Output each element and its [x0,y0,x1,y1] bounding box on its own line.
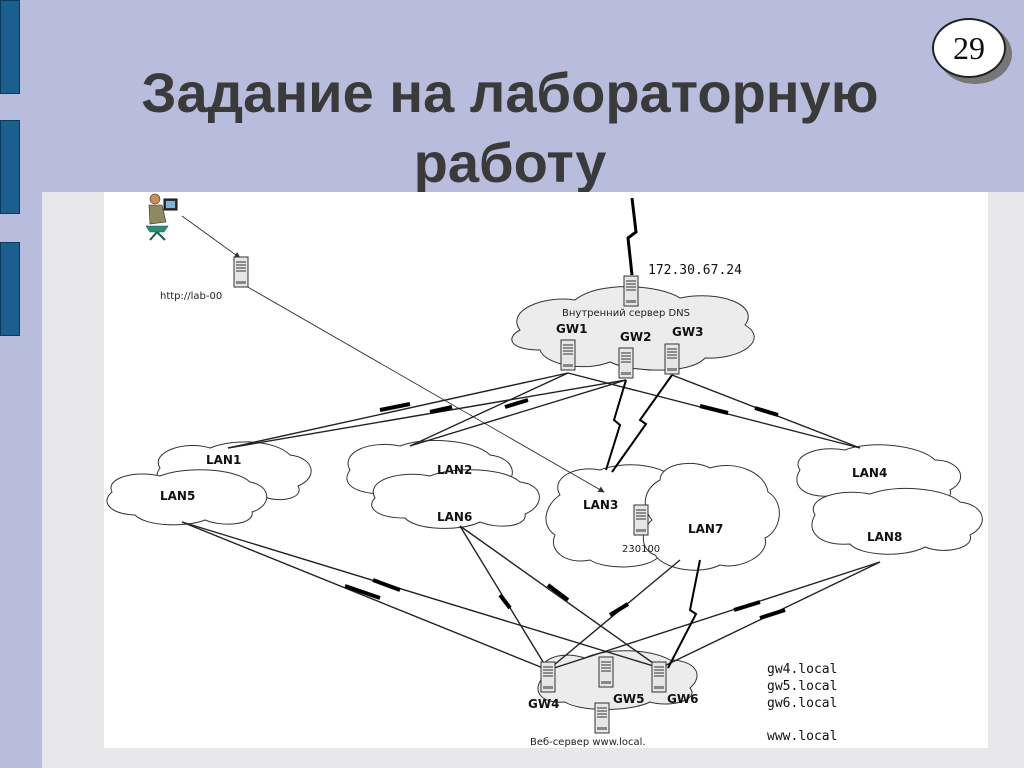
gw2-label: GW2 [620,330,651,344]
web-server-icon [594,702,610,734]
gw4-label: GW4 [528,697,559,711]
lan7-label: LAN7 [688,522,723,536]
slide-title: Задание на лабораторную работу [60,58,960,198]
web-server-label: Веб-сервер www.local. [530,737,646,748]
lan8-cloud [811,487,983,555]
gw3-label: GW3 [672,325,703,339]
page-number-badge: 29 [932,18,1006,78]
network-diagram: 172.30.67.24 Внутренний сервер DNS http:… [104,192,988,748]
domain-gw6-label: gw6.local [767,696,837,711]
title-line-2: работу [413,131,607,194]
gw5-server-icon [598,656,614,688]
network-diagram-svg: 172.30.67.24 Внутренний сервер DNS http:… [106,193,983,748]
internet-lightning [626,197,638,276]
gw5-label: GW5 [613,692,644,706]
domain-gw5-label: gw5.local [767,679,837,694]
lan6-cloud [371,469,540,529]
gw2-server-icon [618,347,634,379]
gw6-server-icon [651,661,667,693]
lan5-label: LAN5 [160,489,195,503]
lan3-server-icon [633,504,649,536]
side-bar-bottom [0,242,20,336]
lan2-label: LAN2 [437,463,472,477]
side-bar-top [0,0,20,94]
lan6-label: LAN6 [437,510,472,524]
dns-server-label: Внутренний сервер DNS [562,308,690,319]
lan5-cloud [106,469,268,526]
client-url-label: http://lab-00 [160,291,222,302]
domain-gw4-label: gw4.local [767,662,837,677]
title-line-1: Задание на лабораторную [141,61,879,124]
lab-server-icon [233,256,249,288]
page-number: 29 [953,29,985,66]
gw4-server-icon [540,661,556,693]
domain-www-label: www.local [767,729,837,744]
gw6-label: GW6 [667,692,698,706]
gw1-server-icon [560,339,576,371]
lan4-label: LAN4 [852,466,887,480]
gw1-label: GW1 [556,322,587,336]
side-bar-middle [0,120,20,214]
dns-ip-label: 172.30.67.24 [648,263,742,278]
gw3-server-icon [664,343,680,375]
lan1-label: LAN1 [206,453,241,467]
lan7-cloud [642,462,780,571]
lan3-label: LAN3 [583,498,618,512]
dns-server-icon [623,275,639,307]
lan3-server-label: 230100 [622,544,660,555]
user-workstation-icon [145,193,178,241]
lan8-label: LAN8 [867,530,902,544]
